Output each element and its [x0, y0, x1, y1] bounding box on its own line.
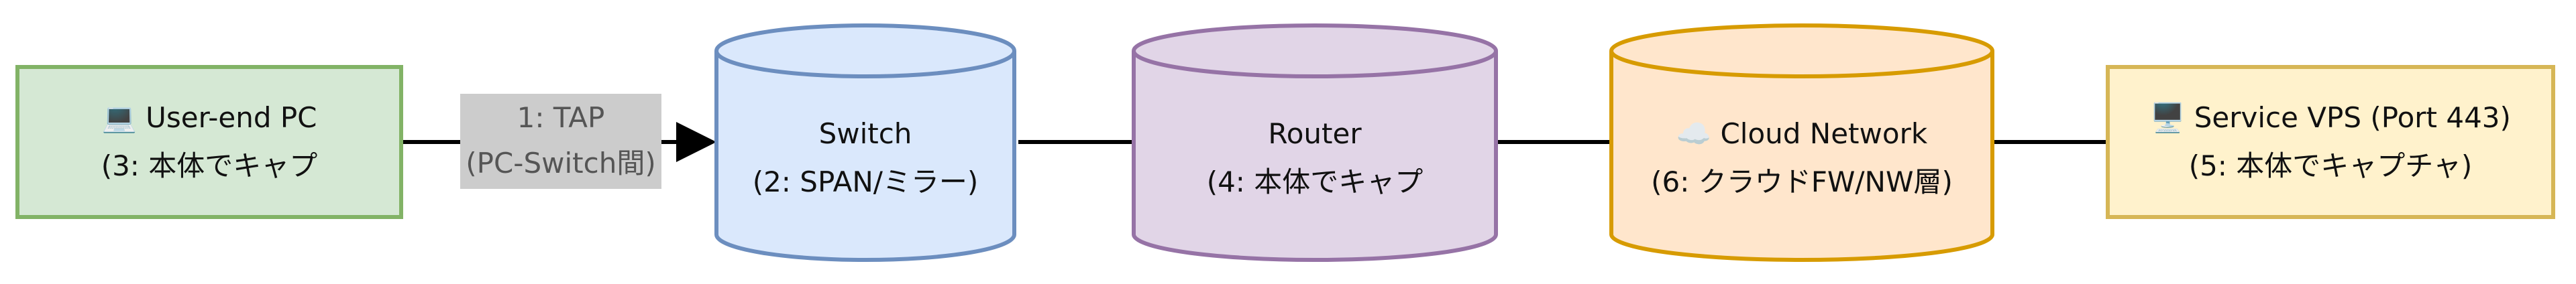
node-user-end-pc: 💻 User-end PC (3: 本体でキャプ: [15, 65, 403, 219]
node-router-top: [1132, 23, 1498, 78]
node-cloud-network-subtitle: (6: クラウドFW/NW層): [1651, 165, 1953, 198]
node-service-vps: 🖥️ Service VPS (Port 443) (5: 本体でキャプチャ): [2106, 65, 2555, 219]
node-switch-body: [714, 51, 1016, 262]
node-service-vps-box: [2106, 65, 2555, 219]
node-user-end-pc-title: 💻 User-end PC: [102, 101, 317, 134]
node-cloud-network-body: [1609, 51, 1994, 262]
node-service-vps-subtitle: (5: 本体でキャプチャ): [2189, 149, 2473, 182]
tap-label-background: [460, 94, 661, 189]
node-user-end-pc-box: [15, 65, 403, 219]
tap-label-line1: 1: TAP: [517, 101, 605, 134]
node-switch-top: [714, 23, 1016, 78]
node-service-vps-title: 🖥️ Service VPS (Port 443): [2150, 101, 2511, 134]
node-switch-subtitle: (2: SPAN/ミラー): [753, 165, 979, 198]
node-router-subtitle: (4: 本体でキャプ: [1207, 165, 1424, 198]
node-user-end-pc-subtitle: (3: 本体でキャプ: [101, 149, 318, 182]
node-router-body: [1132, 51, 1498, 262]
node-cloud-network: ☁️ Cloud Network (6: クラウドFW/NW層): [1609, 23, 1994, 262]
tap-label-line2: (PC-Switch間): [466, 147, 655, 180]
node-cloud-network-title: ☁️ Cloud Network: [1676, 117, 1928, 150]
node-cloud-network-top: [1609, 23, 1994, 78]
node-switch: Switch (2: SPAN/ミラー): [714, 23, 1016, 262]
node-router: Router (4: 本体でキャプ: [1132, 23, 1498, 262]
node-router-title: Router: [1268, 117, 1362, 150]
tap-label: 1: TAP (PC-Switch間): [460, 94, 661, 189]
node-switch-title: Switch: [819, 117, 912, 150]
